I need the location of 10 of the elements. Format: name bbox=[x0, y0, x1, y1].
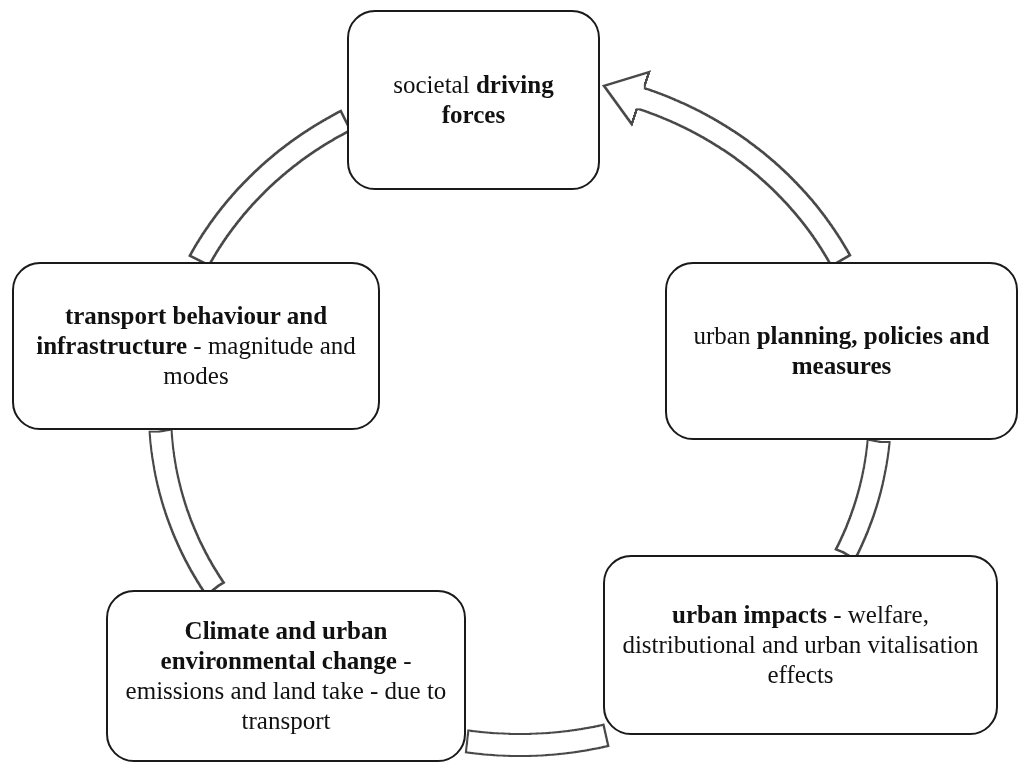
process-box bbox=[603, 555, 998, 735]
box-text: societal driving forces bbox=[392, 70, 555, 130]
box-text: urban planning, policies and measures bbox=[692, 321, 991, 381]
process-box bbox=[347, 10, 600, 190]
box-text: Climate and urban environmental change - emissions and land take - due to transport bbox=[124, 616, 448, 736]
process-box bbox=[665, 262, 1018, 440]
process-box bbox=[106, 590, 466, 762]
box-text: urban impacts - welfare, distributional and urban vitalisation effects bbox=[621, 600, 980, 690]
process-box bbox=[12, 262, 380, 430]
box-text: transport behaviour and infrastructure - magnitude and modes bbox=[35, 301, 357, 391]
